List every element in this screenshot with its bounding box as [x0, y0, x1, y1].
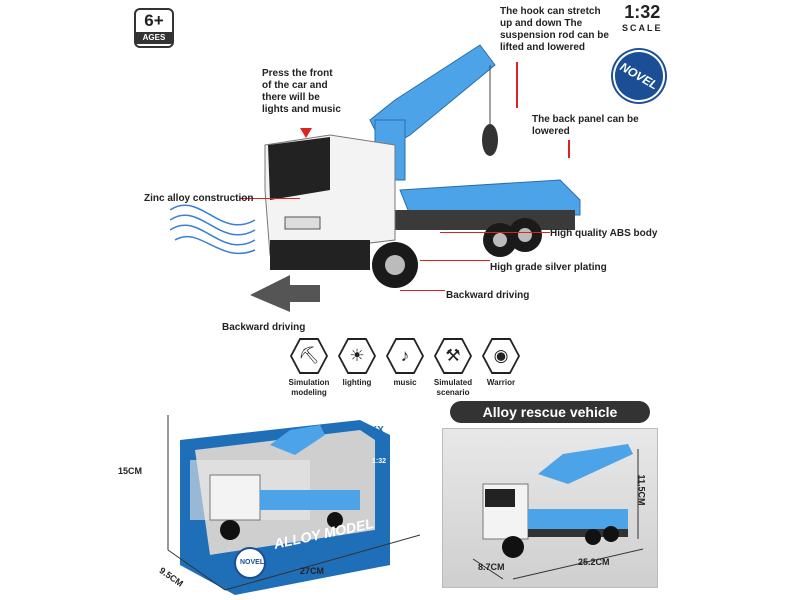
silver-line	[420, 260, 490, 261]
cab	[264, 134, 396, 270]
package-box	[167, 415, 421, 595]
flatbed	[399, 179, 581, 216]
backward-wheel-callout: Backward driving	[446, 290, 530, 301]
product-length: 25.2CM	[578, 557, 610, 567]
tow-truck-illustration	[170, 44, 581, 312]
backward-arrow	[250, 275, 320, 312]
press-arrow	[300, 128, 312, 138]
package-scale: 1:32	[372, 458, 387, 465]
package-novel-badge: NOVEL	[240, 559, 265, 566]
product-photo	[442, 428, 658, 588]
zinc-callout: Zinc alloy construction	[144, 193, 254, 204]
feature-music: ♪ music	[382, 338, 428, 388]
product-title: Alloy rescue vehicle	[450, 401, 650, 423]
abs-line	[440, 232, 550, 233]
silver-callout: High grade silver plating	[490, 262, 607, 273]
package-height: 15CM	[118, 466, 143, 476]
sound-waves	[170, 204, 256, 255]
back-panel-callout: The back panel can be lowered	[532, 114, 639, 137]
feature-simulated-scenario: ⚒ Simulated scenario	[430, 338, 476, 398]
scale-label: 1:32 SCALE	[622, 2, 663, 33]
abs-callout: High quality ABS body	[550, 228, 658, 239]
feature-simulation-modeling: ⛏ Simulation modeling	[286, 338, 332, 398]
music-note-icon: ♪	[386, 338, 424, 374]
brand-logo: KX	[370, 425, 384, 436]
front-callout: Press the front of the car and there wil…	[262, 68, 341, 115]
warrior-icon: ◉	[482, 338, 520, 374]
zinc-line	[240, 198, 300, 199]
product-height: 11.5CM	[636, 474, 647, 506]
excavator-icon: ⛏	[290, 338, 328, 374]
backward-arrow-callout: Backward driving	[222, 322, 306, 333]
hook-callout: The hook can stretch up and down The sus…	[500, 6, 609, 53]
age-badge: 6+ AGES	[134, 8, 174, 48]
product-truck	[472, 444, 644, 580]
hook	[482, 124, 498, 156]
light-bulb-icon: ☀	[338, 338, 376, 374]
package-width: 27CM	[300, 566, 325, 576]
feature-lighting: ☀ lighting	[334, 338, 380, 388]
back-panel-arrow	[568, 140, 570, 158]
wheels	[372, 218, 542, 288]
product-width: 8.7CM	[478, 562, 505, 572]
backward-line	[400, 290, 445, 291]
worker-icon: ⚒	[434, 338, 472, 374]
hook-arrow	[516, 62, 518, 108]
feature-warrior: ◉ Warrior	[478, 338, 524, 388]
